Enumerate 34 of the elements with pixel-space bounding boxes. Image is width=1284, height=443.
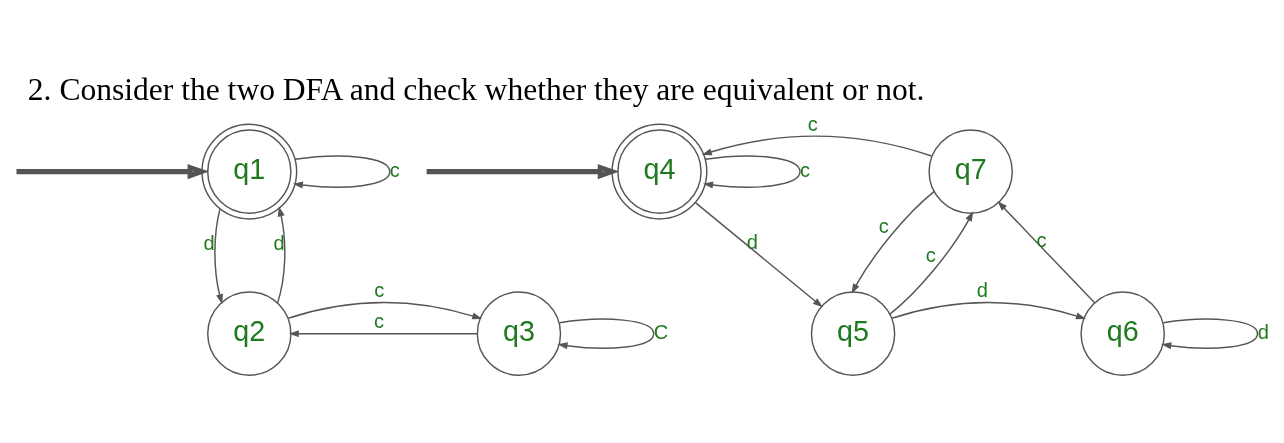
edge-label: d bbox=[203, 231, 215, 254]
edge-label: c bbox=[878, 214, 889, 237]
edge-label: c bbox=[800, 158, 811, 181]
arrow bbox=[426, 163, 620, 179]
diagram-title: 2. Consider the two DFA and check whether they are equivalent or not. bbox=[27, 71, 925, 107]
edge-label: c bbox=[374, 309, 385, 332]
arrow bbox=[214, 207, 223, 304]
arrow bbox=[851, 190, 935, 294]
edge-label: d bbox=[746, 230, 758, 253]
arrow bbox=[292, 154, 391, 189]
arrow bbox=[997, 200, 1096, 304]
edge-label: d bbox=[1257, 320, 1269, 343]
node-circle: q3 bbox=[476, 290, 562, 376]
arrow bbox=[889, 210, 974, 315]
edge-label: c bbox=[389, 158, 400, 181]
edge-label: c bbox=[1036, 228, 1047, 251]
edge-label: C bbox=[653, 320, 669, 343]
arrow bbox=[16, 163, 210, 179]
arrow bbox=[891, 301, 1086, 319]
edge-label: c bbox=[807, 112, 818, 135]
arrow bbox=[287, 301, 483, 319]
arrow bbox=[701, 134, 933, 157]
node-circle: q6 bbox=[1080, 290, 1165, 376]
edge-label: d bbox=[273, 231, 285, 254]
arrow bbox=[288, 329, 478, 337]
arrow bbox=[694, 201, 823, 307]
arrow bbox=[1161, 317, 1259, 349]
edge-label: d bbox=[976, 278, 988, 301]
arrow bbox=[557, 317, 655, 349]
node-circle: q4 bbox=[611, 123, 708, 220]
edge-label: c bbox=[925, 243, 936, 266]
edge-label: c bbox=[374, 278, 385, 301]
arrow bbox=[703, 154, 801, 189]
arrow bbox=[276, 205, 286, 304]
